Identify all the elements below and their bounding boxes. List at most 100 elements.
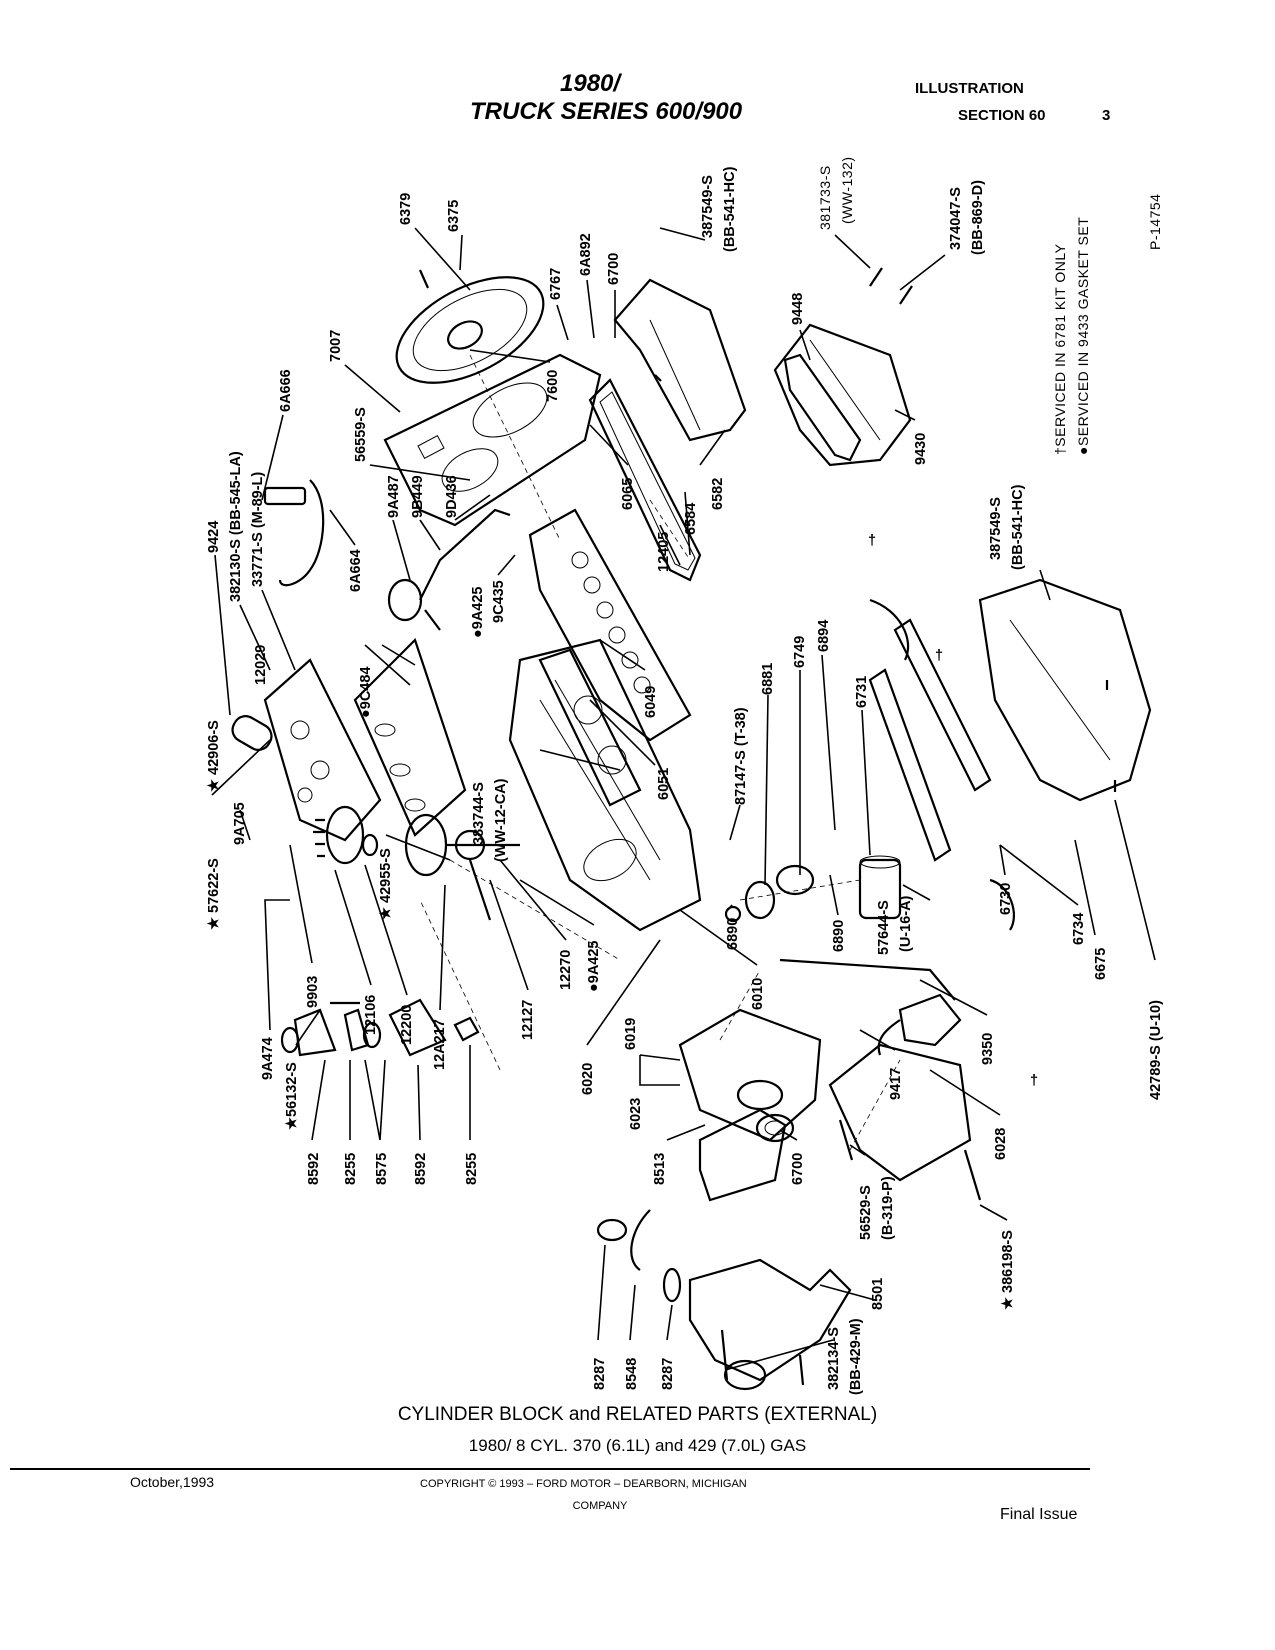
oil-filter-drawing bbox=[858, 855, 902, 920]
callout-56132-s: ★56132-S bbox=[284, 1062, 300, 1130]
exploded-view-alignment-lines bbox=[419, 354, 901, 1151]
callout-12405: 12405 bbox=[656, 532, 672, 572]
callout-6730: 6730 bbox=[998, 883, 1014, 915]
callout-6010: 6010 bbox=[750, 978, 766, 1010]
callout-12270: 12270 bbox=[558, 950, 574, 990]
callout-6582: 6582 bbox=[710, 478, 726, 510]
title-series: TRUCK SERIES 600/900 bbox=[470, 98, 743, 125]
pcv-hose-drawing bbox=[263, 479, 325, 587]
callout-6375: 6375 bbox=[446, 200, 462, 232]
callout-6065: 6065 bbox=[620, 478, 636, 510]
callout-6584: 6584 bbox=[683, 503, 699, 535]
dagger-mark-2: † bbox=[935, 648, 943, 664]
intake-gasket-drawing bbox=[353, 637, 467, 837]
footer-date: October,1993 bbox=[130, 1474, 215, 1490]
callout-8255-a: 8255 bbox=[343, 1153, 359, 1185]
callout-9903: 9903 bbox=[305, 976, 321, 1008]
exploded-parts-diagram: 6379 6375 7007 6767 6A892 6700 7600 3875… bbox=[206, 156, 1164, 1395]
cylinder-head-drawing bbox=[528, 508, 692, 742]
callout-9A425-b: ●9A425 bbox=[586, 941, 602, 993]
callout-57644-s-code: (U-16-A) bbox=[898, 895, 914, 952]
callout-8592-b: 8592 bbox=[413, 1153, 429, 1185]
callout-6881: 6881 bbox=[760, 663, 776, 695]
callout-6731: 6731 bbox=[854, 676, 870, 708]
callout-6675: 6675 bbox=[1093, 948, 1109, 980]
callout-9A705: 9A705 bbox=[232, 802, 248, 845]
callout-9448: 9448 bbox=[790, 293, 806, 325]
callout-6379: 6379 bbox=[398, 193, 414, 225]
distributor-drawing bbox=[313, 805, 520, 921]
oil-pan-drawing bbox=[978, 578, 1152, 802]
callout-12127: 12127 bbox=[520, 1000, 536, 1040]
footer-rule bbox=[10, 1468, 1090, 1470]
callout-381733-s: 381733-S bbox=[817, 165, 833, 230]
valve-cover-gasket-drawing bbox=[588, 378, 702, 582]
cylinder-block-drawing bbox=[508, 638, 702, 932]
callout-42906-s: ★ 42906-S bbox=[206, 720, 222, 792]
callout-8255-b: 8255 bbox=[464, 1153, 480, 1185]
callout-8287-a: 8287 bbox=[592, 1358, 608, 1390]
callout-12029: 12029 bbox=[253, 645, 269, 685]
fuel-pump-drawing bbox=[779, 958, 962, 1056]
callout-387549-s-a-code: (BB-541-HC) bbox=[722, 166, 738, 252]
illustration-label: ILLUSTRATION bbox=[915, 80, 1024, 97]
callout-383744-s-code: (WW-12-CA) bbox=[493, 778, 509, 862]
callout-56529-s-code: (B-319-P) bbox=[880, 1176, 896, 1240]
water-pump-drawing bbox=[596, 1209, 852, 1391]
oil-filter-adapter-drawing bbox=[724, 864, 815, 923]
dagger-mark-3: † bbox=[1030, 1073, 1038, 1089]
callout-8575: 8575 bbox=[374, 1153, 390, 1185]
callout-9B449: 9B449 bbox=[410, 475, 426, 518]
callout-8501: 8501 bbox=[870, 1278, 886, 1310]
callout-9D436: 9D436 bbox=[444, 475, 460, 518]
footer-company: COMPANY bbox=[572, 1500, 628, 1512]
service-note-gasket-set: ●SERVICED IN 9433 GASKET SET bbox=[1075, 217, 1091, 455]
callout-6049: 6049 bbox=[643, 686, 659, 718]
section-label: SECTION 60 bbox=[958, 107, 1046, 124]
page-number: 3 bbox=[1102, 107, 1111, 124]
callout-6700-a: 6700 bbox=[606, 253, 622, 285]
callout-382130-s: 382130-S (BB-545-LA) bbox=[228, 451, 244, 602]
callout-labels: 6379 6375 7007 6767 6A892 6700 7600 3875… bbox=[206, 156, 1164, 1395]
callout-8592-a: 8592 bbox=[306, 1153, 322, 1185]
callout-6767: 6767 bbox=[548, 268, 564, 300]
callout-6023: 6023 bbox=[628, 1098, 644, 1130]
callout-8548: 8548 bbox=[624, 1358, 640, 1390]
callout-374047-s: 374047-S bbox=[948, 187, 964, 250]
water-outlet-drawing bbox=[280, 998, 480, 1057]
callout-9C435: 9C435 bbox=[491, 580, 507, 623]
callout-9350: 9350 bbox=[980, 1033, 996, 1065]
callout-9A474: 9A474 bbox=[260, 1037, 276, 1080]
callout-33771-s: 33771-S (M-89-L) bbox=[250, 472, 266, 587]
timing-cover-drawing bbox=[678, 1008, 822, 1142]
callout-381733-s-code: (WW-132) bbox=[839, 156, 855, 224]
footer-copyright: COPYRIGHT © 1993 – FORD MOTOR – DEARBORN… bbox=[420, 1478, 747, 1490]
callout-6700-b: 6700 bbox=[790, 1153, 806, 1185]
callout-57644-s: 57644-S bbox=[876, 900, 892, 955]
dagger-mark-1: † bbox=[868, 533, 876, 549]
leader-lines bbox=[211, 227, 1156, 1371]
water-pump-gasket-drawing bbox=[698, 1108, 787, 1202]
callout-12200: 12200 bbox=[399, 1005, 415, 1045]
caption-subtitle: 1980/ 8 CYL. 370 (6.1L) and 429 (7.0L) G… bbox=[468, 1436, 807, 1455]
callout-387549-s-a: 387549-S bbox=[700, 175, 716, 238]
callout-42955-s: ★ 42955-S bbox=[378, 848, 394, 920]
callout-6890-a: 6890 bbox=[725, 918, 741, 950]
bolts-drawing bbox=[330, 267, 1117, 1386]
callout-87147-s: 87147-S (T-38) bbox=[733, 707, 749, 805]
callout-9A425-a: ●9A425 bbox=[470, 587, 486, 639]
callout-6028: 6028 bbox=[993, 1128, 1009, 1160]
figure-id: P-14754 bbox=[1147, 194, 1163, 250]
callout-12A217: 12A217 bbox=[432, 1019, 448, 1070]
callout-6051: 6051 bbox=[656, 768, 672, 800]
callout-8287-b: 8287 bbox=[660, 1358, 676, 1390]
callout-9C484: ●9C484 bbox=[358, 667, 374, 719]
callout-383744-s: 383744-S bbox=[471, 782, 487, 845]
callout-9430: 9430 bbox=[913, 433, 929, 465]
footer-status: Final Issue bbox=[1000, 1506, 1078, 1523]
callout-374047-s-code: (BB-869-D) bbox=[970, 180, 986, 255]
flywheel-drawing bbox=[395, 276, 545, 384]
callout-382134-s: 382134-S bbox=[826, 1327, 842, 1390]
caption-title: CYLINDER BLOCK and RELATED PARTS (EXTERN… bbox=[397, 1404, 878, 1425]
valve-cover-drawing bbox=[613, 278, 747, 442]
